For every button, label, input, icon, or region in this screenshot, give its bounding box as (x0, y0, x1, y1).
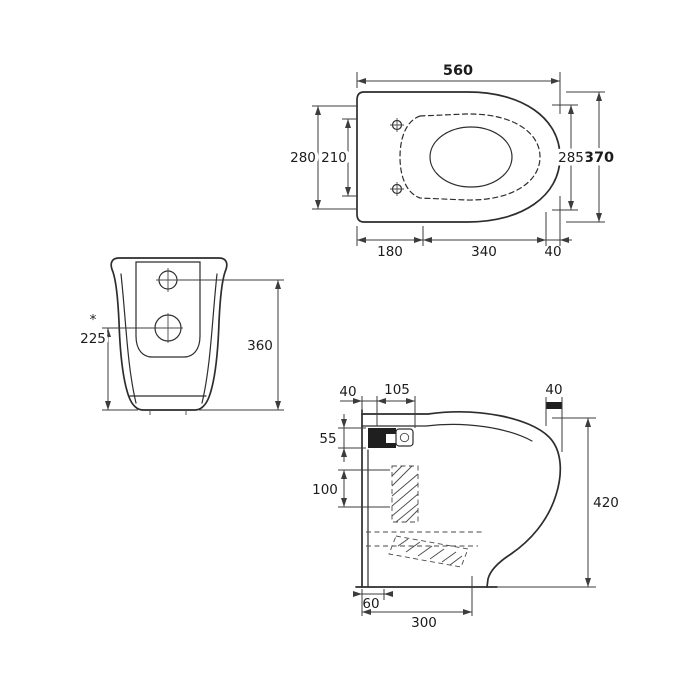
side-inlet-valve (395, 428, 414, 447)
dim-plan-span-inner-arrows (345, 119, 351, 196)
side-outlet-band-hatch (397, 538, 463, 566)
dim-side-top-lines (340, 396, 416, 428)
dim-plan-depth-lines (566, 91, 605, 223)
dim-plan-depth-seat-label: 285 (558, 150, 584, 166)
dim-plan-depth-seat: 285 (552, 104, 587, 211)
side-inlet-notch (386, 434, 396, 443)
dim-side-floor-300-label: 300 (411, 615, 437, 631)
dim-side-inlet-size-label: 55 (319, 431, 336, 447)
plan-seat-dashed (399, 113, 541, 201)
side-view: 40 105 40 55 100 420 (312, 382, 619, 631)
dim-side-outlet-size-arrows (341, 470, 347, 507)
dim-side-inlet-size: 55 (319, 414, 366, 462)
plan-view: 560 370 285 280 210 (287, 60, 618, 261)
side-seat-line (361, 423, 533, 442)
dim-side-front-offset: 40 (545, 382, 563, 452)
dim-plan-width-label: 560 (443, 63, 473, 79)
dim-front-outlet-label: 225 (80, 331, 106, 347)
dim-front-height: 360 (179, 279, 284, 411)
dim-plan-span-inner-lines (342, 118, 357, 197)
dim-side-height-lines (497, 417, 596, 588)
dim-plan-width-lines (356, 72, 561, 114)
dim-plan-bottom-lines (356, 196, 572, 246)
dim-front-height-lines (179, 279, 284, 411)
front-outlet-cross (153, 313, 183, 343)
dim-side-inlet-size-arrows (341, 419, 347, 457)
dim-plan-span-inner: 210 (318, 118, 357, 197)
front-outline (110, 257, 228, 411)
dim-plan-depth-label: 370 (584, 150, 614, 166)
plan-bowl-ellipse (429, 126, 513, 188)
dim-side-height-label: 420 (593, 495, 619, 511)
dim-side-inlet-offset-label: 105 (384, 382, 410, 398)
side-outlet-pipe-hatch (391, 465, 419, 523)
dim-front-outlet-height: * 225 (77, 312, 157, 411)
dim-plan-depth-seat-lines (552, 104, 578, 211)
dim-side-floor-60-arrows (353, 591, 393, 597)
dim-plan-bottom-front-label: 40 (544, 244, 561, 260)
dim-side-outlet-size-label: 100 (312, 482, 338, 498)
dim-front-outlet-arrows (105, 328, 111, 410)
dim-plan-bottom-back-label: 180 (377, 244, 403, 260)
dim-side-top-chain: 40 105 (339, 382, 416, 428)
dim-side-floor-300-lines (362, 576, 473, 616)
dim-side-floor-300: 300 (362, 576, 473, 631)
side-inlet-valve-circle (399, 432, 410, 443)
front-view: 360 * 225 (77, 257, 284, 415)
side-hinge-block (546, 402, 562, 409)
dim-plan-bottom-seat-label: 340 (471, 244, 497, 260)
side-profile (361, 411, 562, 588)
front-inner-shell (120, 273, 218, 404)
dim-side-floor-60-label: 60 (362, 596, 379, 612)
dim-plan-depth: 370 (566, 91, 618, 223)
dim-plan-bottom-chain: 180 340 40 (356, 196, 572, 260)
plan-hinge-crosses (390, 118, 404, 196)
front-plate (135, 261, 201, 358)
dim-side-front-offset-lines (545, 397, 563, 452)
front-base-ticks (149, 410, 187, 415)
dim-side-height: 420 (497, 417, 619, 588)
dim-plan-span-inner-label: 210 (321, 150, 347, 166)
dim-side-back-offset-label: 40 (339, 384, 356, 400)
dim-side-top-arrows (353, 398, 415, 404)
dim-side-front-offset-label: 40 (545, 382, 562, 398)
dim-plan-width: 560 (356, 60, 561, 114)
side-hidden-lines (366, 531, 482, 547)
side-outlet-band-dashed (388, 535, 469, 568)
dim-plan-span-outer-label: 280 (290, 150, 316, 166)
front-note-asterisk: * (90, 312, 97, 328)
plan-outline (356, 91, 561, 223)
dim-plan-span-outer: 280 (287, 105, 357, 210)
dim-side-floor-60: 60 (353, 589, 393, 616)
dim-plan-span-outer-lines (312, 105, 357, 210)
dim-front-height-label: 360 (247, 338, 273, 354)
dim-side-outlet-size: 100 (312, 469, 390, 508)
front-inlet-cross (156, 268, 180, 292)
